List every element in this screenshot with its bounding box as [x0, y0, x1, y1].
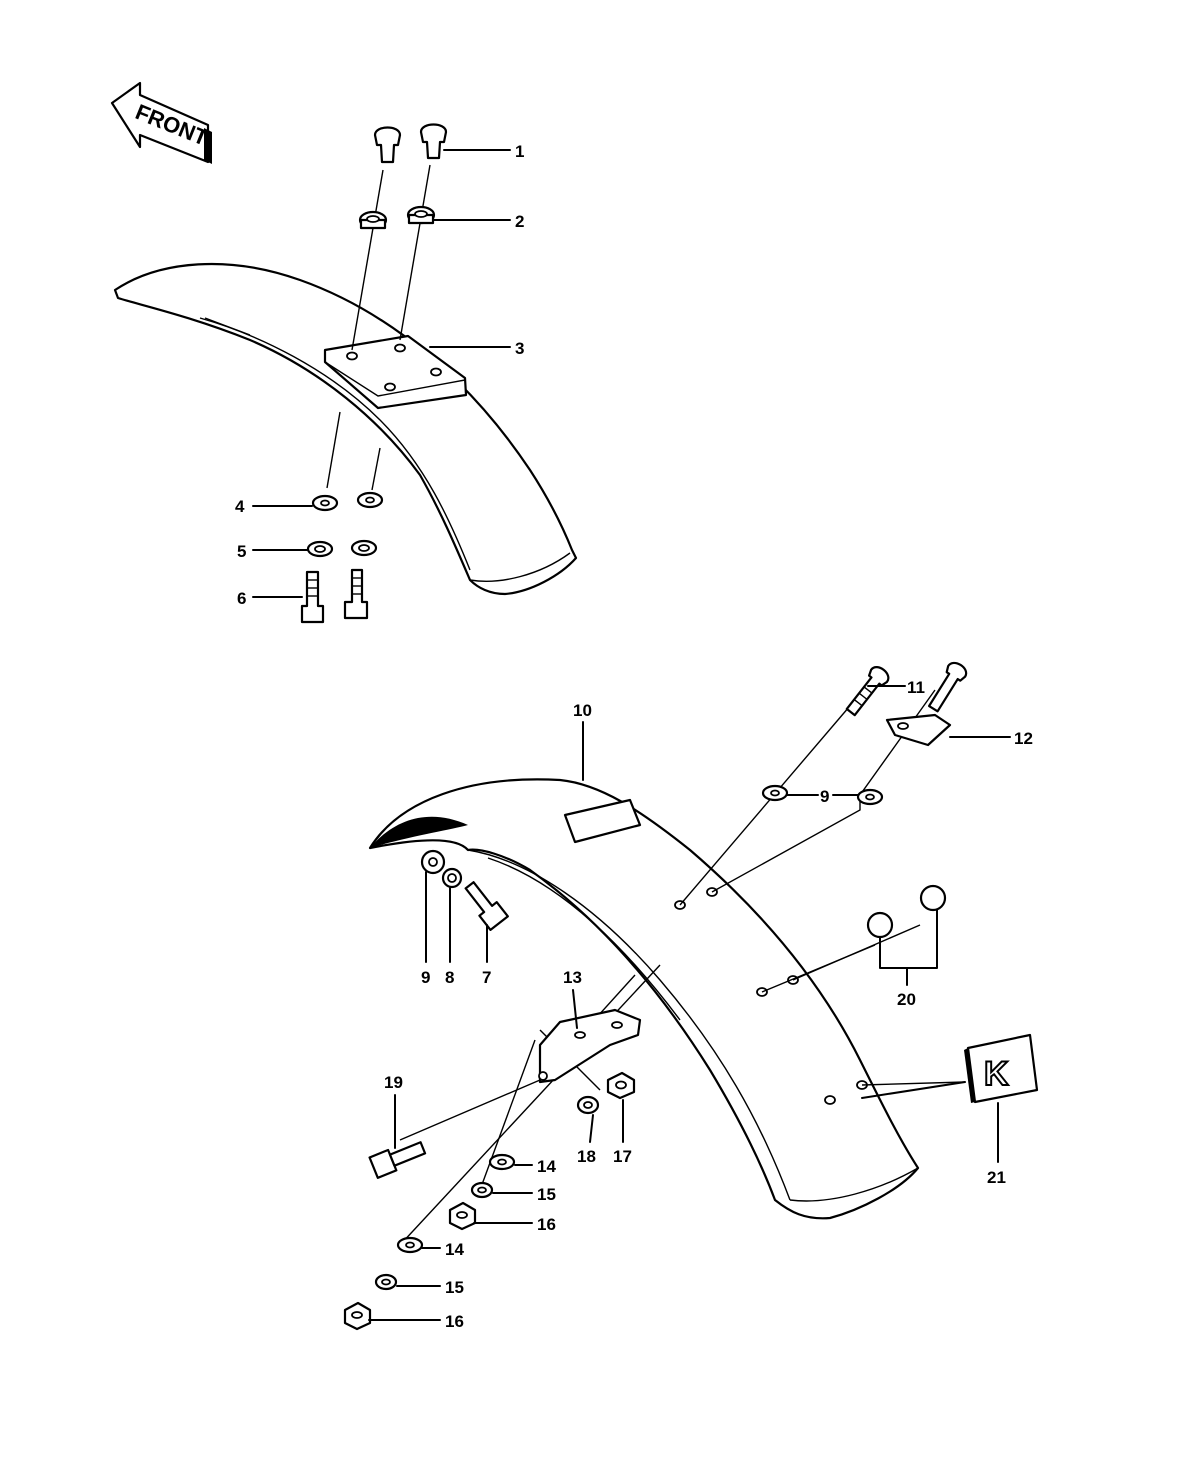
callout-9-front: 9 [421, 968, 430, 987]
front-fender [113, 262, 578, 596]
callout-6: 6 [237, 589, 246, 608]
bolt-7 [464, 881, 509, 931]
nut-16-lower [343, 1301, 372, 1331]
callout-16-lower: 16 [445, 1312, 464, 1331]
washer-9-rear-right [856, 788, 884, 806]
callout-18: 18 [577, 1147, 596, 1166]
lock-washer-8 [441, 867, 463, 889]
plate-hole [430, 367, 442, 377]
rear-fender [368, 778, 920, 1220]
lock-washer-5-right [350, 539, 378, 557]
bracket-12 [885, 713, 952, 747]
callout-8: 8 [445, 968, 454, 987]
grommet-2-right [406, 205, 436, 225]
lock-washer-15-lower [374, 1273, 398, 1291]
bracket-13 [538, 1008, 642, 1084]
callout-7: 7 [482, 968, 491, 987]
washer-4-left [311, 494, 339, 512]
front-direction-arrow: FRONT [110, 81, 212, 164]
emblem-21: K [964, 1033, 1039, 1104]
callout-3: 3 [515, 339, 524, 358]
callout-15-upper: 15 [537, 1185, 556, 1204]
washer-9-front [420, 849, 446, 875]
washer-14-upper [488, 1153, 516, 1171]
bolt-11-right [928, 661, 968, 713]
rivet-20-left [866, 911, 894, 939]
callout-21: 21 [987, 1168, 1006, 1187]
bolt-19 [368, 1141, 427, 1179]
callout-19: 19 [384, 1073, 403, 1092]
callout-14-lower: 14 [445, 1240, 464, 1259]
callout-15-lower: 15 [445, 1278, 464, 1297]
callout-13: 13 [563, 968, 582, 987]
washer-9-rear-left [761, 784, 789, 802]
callout-5: 5 [237, 542, 246, 561]
bolt-6-left [300, 570, 325, 624]
grommet-2-left [358, 210, 388, 230]
fender-bracket-plate [323, 334, 468, 410]
nut-16-upper [448, 1201, 477, 1231]
bolt-6-right [343, 568, 369, 620]
callout-1: 1 [515, 142, 524, 161]
callout-16-upper: 16 [537, 1215, 556, 1234]
lock-washer-5-left [306, 540, 334, 558]
front-assembly-centerlines [326, 164, 431, 491]
rivet-20-bracket [879, 909, 938, 969]
lock-washer-15-upper [470, 1181, 494, 1199]
callout-12: 12 [1014, 729, 1033, 748]
washer-4-right [356, 491, 384, 509]
bolt-1-right [419, 123, 448, 160]
callout-9-rear: 9 [820, 787, 829, 806]
callout-10: 10 [573, 701, 592, 720]
callout-4: 4 [235, 497, 245, 516]
callout-leaders [252, 149, 1011, 1321]
lock-washer-18 [576, 1095, 600, 1115]
callout-numbers: 1 2 3 4 5 6 7 8 9 9 10 11 12 13 14 14 15… [235, 142, 1033, 1331]
washer-14-lower [396, 1236, 424, 1254]
bolt-11-left [845, 666, 890, 717]
plate-hole [394, 343, 406, 353]
callout-17: 17 [613, 1147, 632, 1166]
plate-hole [384, 382, 396, 392]
plate-hole [346, 351, 358, 361]
nut-17 [606, 1071, 636, 1100]
rivet-20-right [919, 884, 947, 912]
bolt-1-left [373, 126, 402, 164]
callout-2: 2 [515, 212, 524, 231]
callout-14-upper: 14 [537, 1157, 556, 1176]
emblem-letter: K [984, 1055, 1009, 1093]
callout-20: 20 [897, 990, 916, 1009]
callout-11: 11 [907, 678, 925, 697]
